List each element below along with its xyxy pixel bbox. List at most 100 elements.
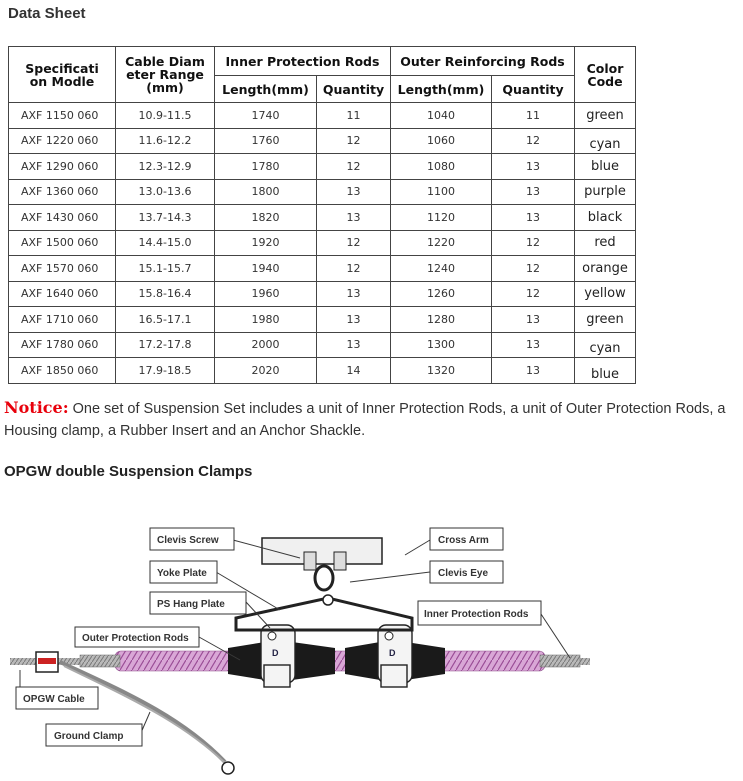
inner-length-cell: 1960	[214, 280, 317, 307]
color-code-cell: yellow	[574, 280, 636, 307]
outer-quantity-cell: 13	[491, 331, 575, 358]
diameter-range-cell: 13.7-14.3	[115, 204, 215, 231]
label-clevis-screw: Clevis Screw	[157, 535, 219, 546]
outer-quantity-cell: 13	[491, 204, 575, 231]
model-cell: AXF 1640 060	[8, 280, 116, 307]
header-inner-rods: Inner Protection Rods	[214, 46, 391, 76]
outer-quantity-cell: 12	[491, 280, 575, 307]
inner-length-cell: 1980	[214, 306, 317, 333]
diameter-range-cell: 10.9-11.5	[115, 102, 215, 129]
outer-length-cell: 1100	[390, 178, 492, 205]
inner-quantity-cell: 13	[316, 306, 391, 333]
diameter-range-cell: 15.8-16.4	[115, 280, 215, 307]
color-code-cell: green	[574, 306, 636, 333]
header-inner-length: Length(mm)	[214, 75, 317, 103]
inner-quantity-cell: 13	[316, 280, 391, 307]
outer-length-cell: 1040	[390, 102, 492, 129]
inner-quantity-cell: 12	[316, 229, 391, 256]
header-outer-quantity: Quantity	[491, 75, 575, 103]
label-ps-hang-plate: PS Hang Plate	[157, 599, 225, 610]
outer-quantity-cell: 13	[491, 178, 575, 205]
inner-quantity-cell: 12	[316, 255, 391, 282]
outer-quantity-cell: 12	[491, 255, 575, 282]
outer-length-cell: 1320	[390, 357, 492, 384]
diameter-range-cell: 16.5-17.1	[115, 306, 215, 333]
header-color-code: Color Code	[574, 46, 636, 103]
model-cell: AXF 1780 060	[8, 331, 116, 358]
notice-label: Notice:	[4, 398, 69, 417]
color-code-cell: red	[574, 229, 636, 256]
color-code-cell: green	[574, 102, 636, 129]
label-ground-clamp: Ground Clamp	[54, 731, 123, 742]
outer-quantity-cell: 13	[491, 306, 575, 333]
notice-text: One set of Suspension Set includes a uni…	[4, 401, 726, 439]
inner-quantity-cell: 12	[316, 127, 391, 154]
model-cell: AXF 1290 060	[8, 153, 116, 180]
inner-quantity-cell: 13	[316, 204, 391, 231]
color-code-cell: blue	[574, 153, 636, 180]
inner-length-cell: 2020	[214, 357, 317, 384]
header-outer-rods: Outer Reinforcing Rods	[390, 46, 575, 76]
label-cross-arm: Cross Arm	[438, 535, 489, 546]
model-cell: AXF 1500 060	[8, 229, 116, 256]
inner-quantity-cell: 13	[316, 331, 391, 358]
header-inner-quantity: Quantity	[316, 75, 391, 103]
outer-length-cell: 1220	[390, 229, 492, 256]
diameter-range-cell: 13.0-13.6	[115, 178, 215, 205]
inner-quantity-cell: 11	[316, 102, 391, 129]
label-inner-protection-rods: Inner Protection Rods	[424, 609, 529, 620]
inner-length-cell: 1800	[214, 178, 317, 205]
outer-quantity-cell: 12	[491, 127, 575, 154]
outer-length-cell: 1120	[390, 204, 492, 231]
inner-length-cell: 1920	[214, 229, 317, 256]
header-outer-length: Length(mm)	[390, 75, 492, 103]
model-cell: AXF 1570 060	[8, 255, 116, 282]
model-cell: AXF 1360 060	[8, 178, 116, 205]
header-spec-model: Specification Modle	[8, 46, 116, 103]
color-code-cell: purple	[574, 178, 636, 205]
inner-quantity-cell: 12	[316, 153, 391, 180]
data-sheet-title: Data Sheet	[8, 5, 86, 22]
notice-paragraph: Notice: One set of Suspension Set includ…	[4, 397, 740, 442]
inner-length-cell: 1940	[214, 255, 317, 282]
outer-length-cell: 1060	[390, 127, 492, 154]
inner-quantity-cell: 13	[316, 178, 391, 205]
outer-length-cell: 1080	[390, 153, 492, 180]
label-opgw-cable: OPGW Cable	[23, 694, 85, 705]
model-cell: AXF 1150 060	[8, 102, 116, 129]
model-cell: AXF 1430 060	[8, 204, 116, 231]
header-cable-diameter: Cable Diameter Range(mm)	[115, 46, 215, 103]
inner-length-cell: 1820	[214, 204, 317, 231]
diameter-range-cell: 11.6-12.2	[115, 127, 215, 154]
color-code-cell: cyan	[574, 127, 636, 154]
color-code-cell: black	[574, 204, 636, 231]
diameter-range-cell: 17.9-18.5	[115, 357, 215, 384]
outer-quantity-cell: 13	[491, 153, 575, 180]
color-code-cell: cyan	[574, 331, 636, 358]
outer-length-cell: 1260	[390, 280, 492, 307]
suspension-clamp-diagram: D D Clevis Screw Yoke Plate PS Hang	[10, 527, 590, 775]
outer-length-cell: 1300	[390, 331, 492, 358]
outer-quantity-cell: 12	[491, 229, 575, 256]
inner-length-cell: 1780	[214, 153, 317, 180]
model-cell: AXF 1220 060	[8, 127, 116, 154]
outer-length-cell: 1240	[390, 255, 492, 282]
inner-quantity-cell: 14	[316, 357, 391, 384]
color-code-cell: blue	[574, 357, 636, 384]
diameter-range-cell: 14.4-15.0	[115, 229, 215, 256]
model-cell: AXF 1850 060	[8, 357, 116, 384]
svg-text:D: D	[389, 648, 396, 658]
label-outer-protection-rods: Outer Protection Rods	[82, 633, 189, 644]
spec-table: Specification Modle Cable Diameter Range…	[8, 46, 636, 384]
label-clevis-eye: Clevis Eye	[438, 568, 488, 579]
